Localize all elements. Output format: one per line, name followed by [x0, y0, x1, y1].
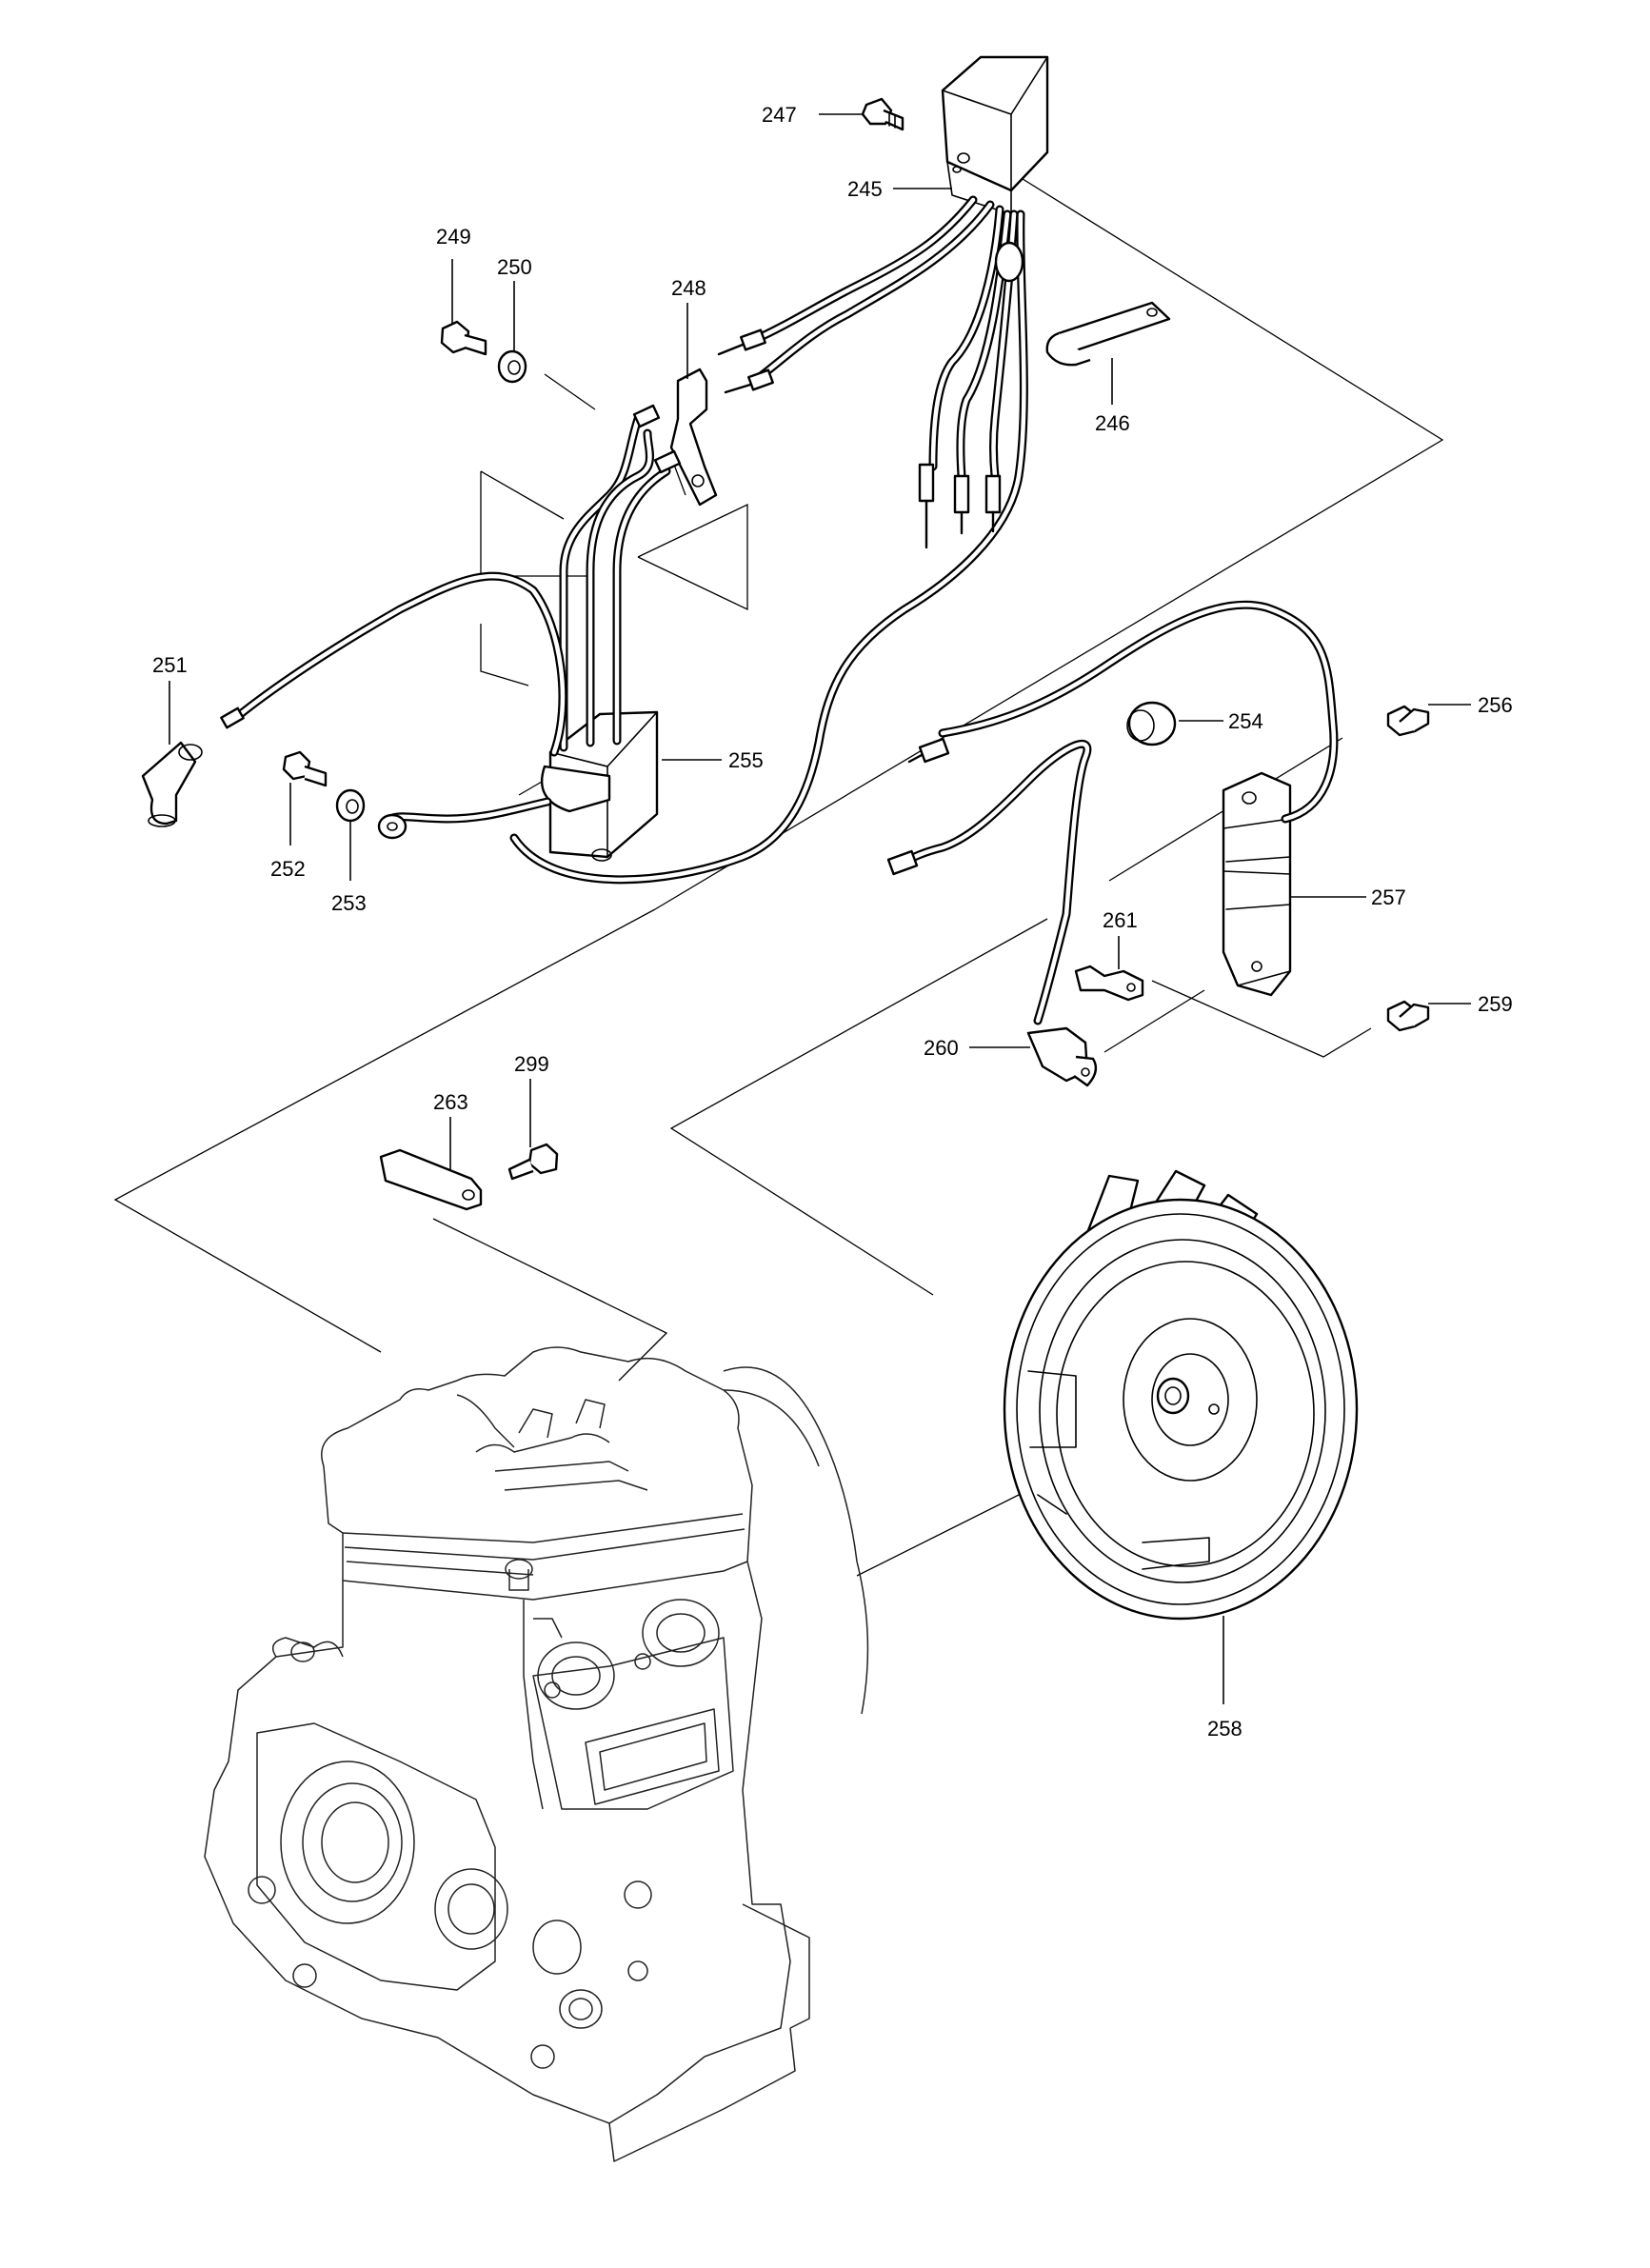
wire-clip-261 [1074, 965, 1144, 1002]
stop-switch-260 [886, 739, 1098, 1087]
label-249: 249 [436, 225, 471, 249]
label-253: 253 [331, 891, 367, 915]
label-246: 246 [1095, 411, 1130, 435]
washer-250 [497, 349, 527, 384]
label-259: 259 [1478, 992, 1513, 1016]
bracket-263 [379, 1148, 483, 1211]
washer-253 [335, 788, 366, 823]
label-250: 250 [497, 255, 532, 279]
flywheel-258 [1003, 1169, 1359, 1621]
label-258: 258 [1207, 1717, 1242, 1741]
cdi-wiring-harness [509, 195, 1028, 885]
label-260: 260 [924, 1036, 959, 1060]
label-252: 252 [270, 857, 306, 881]
screw-249 [440, 320, 487, 356]
screw-299 [507, 1143, 559, 1181]
label-255: 255 [728, 748, 764, 772]
charge-coil-257 [907, 600, 1339, 997]
label-261: 261 [1103, 908, 1138, 932]
bracket-248 [669, 368, 718, 507]
screw-259 [1386, 1000, 1430, 1032]
label-245: 245 [847, 177, 883, 201]
label-251: 251 [152, 653, 188, 677]
label-247: 247 [762, 103, 797, 127]
screw-256 [1386, 705, 1430, 737]
cdi-unit [941, 55, 1049, 215]
leader-lines [169, 113, 1471, 1704]
ignition-coil-255 [220, 404, 682, 862]
wire-clamp-246 [1045, 301, 1171, 367]
plug-cap-251 [141, 741, 203, 827]
screw-252 [282, 750, 328, 787]
part-number-labels: 247 245 246 248 249 250 251 252 253 254 … [152, 103, 1513, 1741]
screw-247 [861, 97, 905, 131]
bushing-254 [1126, 701, 1177, 746]
label-299: 299 [514, 1052, 549, 1076]
label-257: 257 [1371, 885, 1406, 909]
label-263: 263 [433, 1090, 468, 1114]
engine-block-outline [204, 1346, 869, 2162]
label-256: 256 [1478, 693, 1513, 717]
label-248: 248 [671, 276, 706, 300]
label-254: 254 [1228, 709, 1263, 733]
